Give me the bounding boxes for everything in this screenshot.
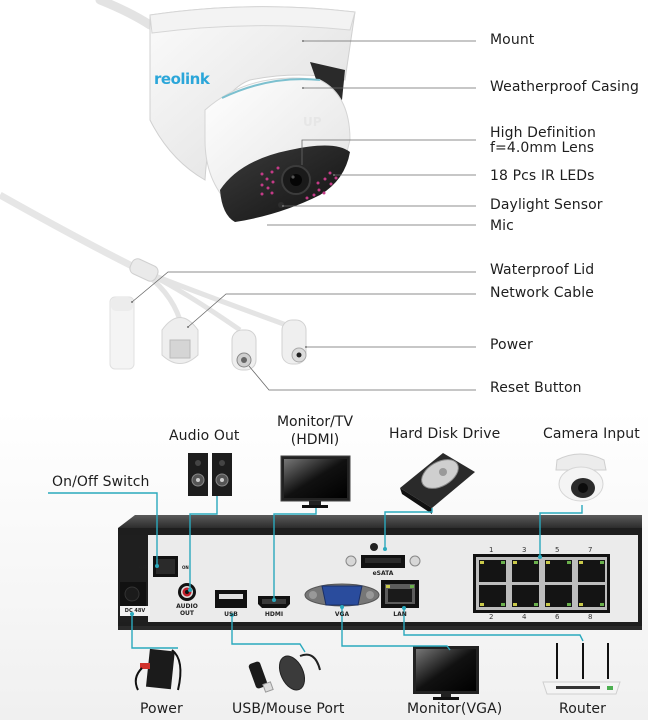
poe-led-green <box>567 561 571 564</box>
port-label-on: ON <box>182 565 189 570</box>
poe-led-green <box>600 561 604 564</box>
poe-number-1: 1 <box>489 546 494 554</box>
label-reset-button: Reset Button <box>490 380 582 396</box>
poe-led-green <box>534 603 538 606</box>
up-mark: UP <box>303 115 322 129</box>
camera-cable <box>0 0 155 274</box>
label-usb-mouse-port: USB/Mouse Port <box>232 701 345 717</box>
poe-port <box>512 560 539 582</box>
label-mic: Mic <box>490 218 514 234</box>
camera-cable-connectors <box>109 258 307 371</box>
port-label-esata: eSATA <box>372 570 394 577</box>
connection-lines <box>48 492 584 653</box>
poe-led-yellow <box>546 561 550 564</box>
label-hd-lens: High Definition <box>490 125 596 141</box>
label-router: Router <box>559 701 606 717</box>
port-label-audio-out: OUT <box>179 610 195 617</box>
vga-monitor-icon <box>413 646 479 700</box>
label-hd-lens-spec: f=4.0mm Lens <box>490 140 595 156</box>
usb-mouse-icon <box>248 653 321 693</box>
poe-number-7: 7 <box>588 546 593 554</box>
poe-led-green <box>600 603 604 606</box>
camera-callout-lines <box>131 40 476 391</box>
poe-port <box>545 585 572 607</box>
router-icon <box>542 643 621 695</box>
port-label-audio: AUDIO <box>176 603 198 610</box>
port-label-off: OFF <box>139 565 148 570</box>
poe-led-yellow <box>480 561 484 564</box>
label-waterproof-lid: Waterproof Lid <box>490 262 595 278</box>
poe-led-green <box>534 561 538 564</box>
poe-led-yellow <box>513 603 517 606</box>
label-power-adapter: Power <box>140 701 183 717</box>
poe-port <box>545 560 572 582</box>
poe-led-yellow <box>579 561 583 564</box>
nvr-unit <box>118 515 642 630</box>
poe-led-yellow <box>546 603 550 606</box>
label-power-cable: Power <box>490 337 533 353</box>
poe-port <box>578 560 605 582</box>
poe-number-4: 4 <box>522 613 527 621</box>
speakers-icon <box>188 453 232 496</box>
label-camera-input: Camera Input <box>543 426 640 442</box>
poe-ports <box>479 560 605 607</box>
poe-number-5: 5 <box>555 546 560 554</box>
poe-number-3: 3 <box>522 546 527 554</box>
poe-number-6: 6 <box>555 613 560 621</box>
power-adapter-icon <box>134 648 182 691</box>
port-label-usb: USB <box>224 611 238 618</box>
poe-led-green <box>567 603 571 606</box>
poe-number-2: 2 <box>489 613 494 621</box>
ir-leds <box>260 166 338 200</box>
label-monitor-vga: Monitor(VGA) <box>407 701 503 717</box>
poe-led-yellow <box>579 603 583 606</box>
camera-input-icon <box>555 453 607 502</box>
port-label-vga: VGA <box>334 611 350 618</box>
poe-port <box>479 560 506 582</box>
label-daylight-sensor: Daylight Sensor <box>490 197 603 213</box>
label-audio-out: Audio Out <box>169 428 240 444</box>
poe-number-8: 8 <box>588 613 593 621</box>
poe-led-green <box>501 603 505 606</box>
label-hard-disk-drive: Hard Disk Drive <box>389 426 501 442</box>
poe-port <box>512 585 539 607</box>
label-ir-leds: 18 Pcs IR LEDs <box>490 168 595 184</box>
port-label-hdmi: HDMI <box>264 611 284 618</box>
poe-led-yellow <box>513 561 517 564</box>
dome-camera <box>149 6 356 222</box>
poe-port <box>578 585 605 607</box>
label-onoff-switch: On/Off Switch <box>52 474 150 490</box>
hdmi-tv-icon <box>280 455 351 508</box>
label-network-cable: Network Cable <box>490 285 594 301</box>
hard-disk-icon <box>400 453 475 514</box>
port-label-dc: DC 48V <box>124 608 146 614</box>
poe-led-yellow <box>480 603 484 606</box>
label-weatherproof-casing: Weatherproof Casing <box>490 79 639 95</box>
label-mount: Mount <box>490 32 535 48</box>
brand-logo: reolink <box>154 70 210 88</box>
label-monitor-tv: Monitor/TV <box>276 414 354 430</box>
poe-port <box>479 585 506 607</box>
label-monitor-tv-hdmi: (HDMI) <box>290 432 340 448</box>
port-label-lan: LAN <box>393 611 407 618</box>
poe-led-green <box>501 561 505 564</box>
